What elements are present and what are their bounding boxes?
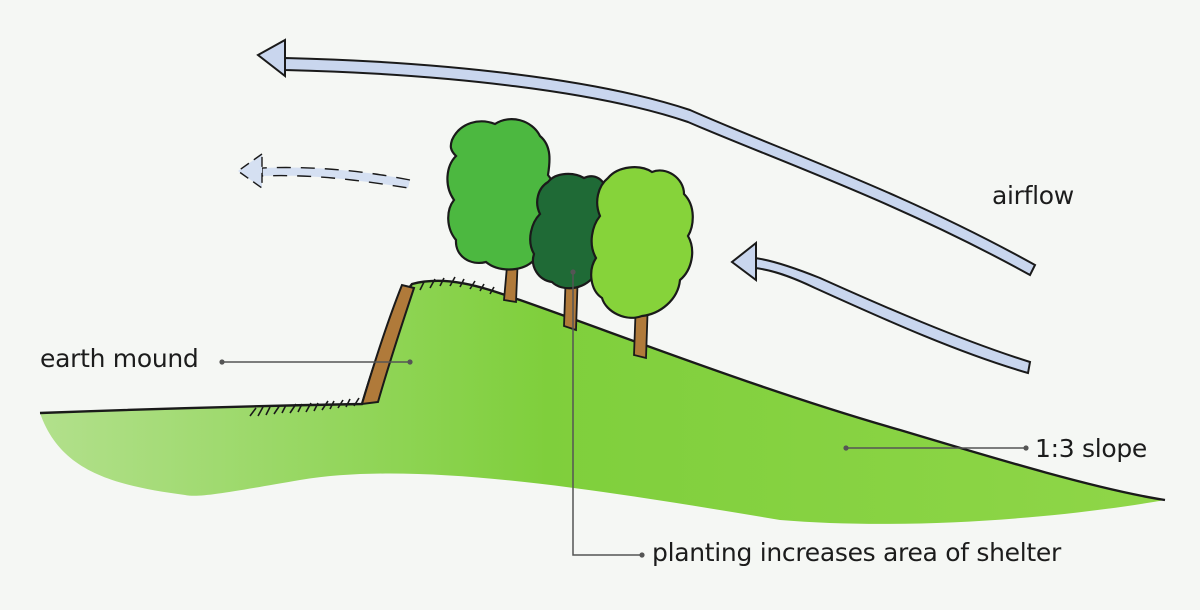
leader-lines xyxy=(222,272,1026,556)
slope-label: 1:3 slope xyxy=(1035,434,1147,463)
airflow-label: airflow xyxy=(992,181,1074,210)
leader-dots xyxy=(219,269,1029,558)
planting-label: planting increases area of shelter xyxy=(652,538,1061,567)
airflow-arrow-icon xyxy=(236,38,1037,375)
tree-icon xyxy=(446,118,694,360)
grass-tufts xyxy=(249,276,495,417)
ground-slope xyxy=(40,280,1165,524)
earth-mound-icon xyxy=(360,283,416,406)
earth-mound-label: earth mound xyxy=(40,344,199,373)
